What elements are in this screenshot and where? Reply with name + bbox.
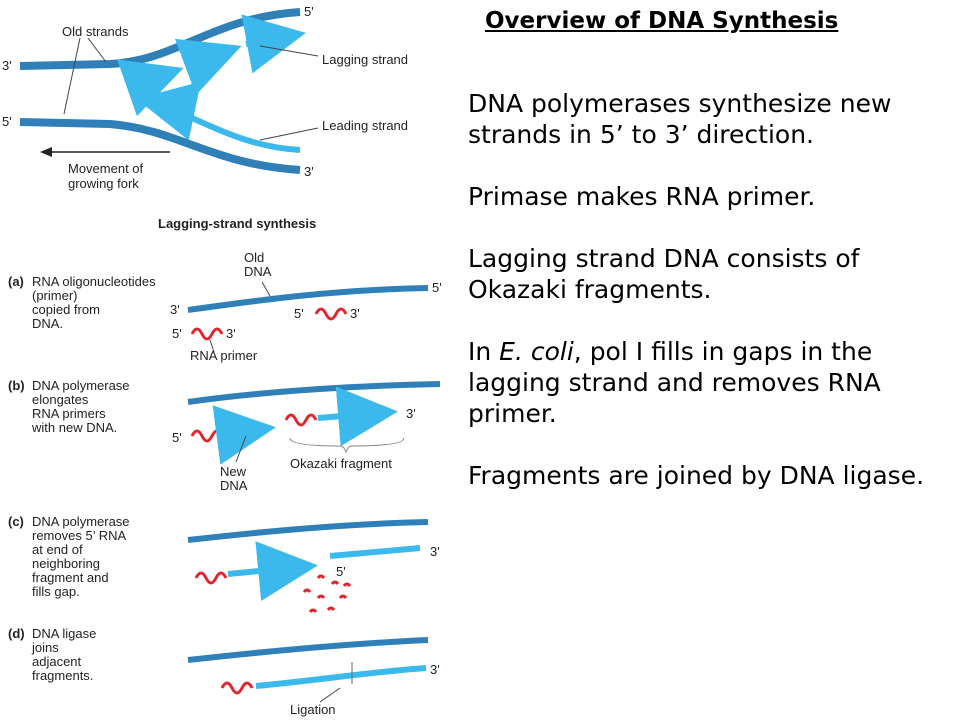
c-new-dna-1	[227, 541, 318, 601]
a-top-left-end: 3'	[170, 302, 180, 317]
point-primase: Primase makes RNA primer.	[468, 182, 816, 211]
rna-primer-2	[314, 307, 348, 321]
old-dna-label-1: Old	[244, 250, 264, 265]
movement-label-1: Movement of	[68, 161, 144, 176]
panel-d-line1: DNA ligase	[32, 626, 96, 641]
fork-bottom-left-end: 5'	[2, 114, 12, 129]
removed-rna-fragments	[302, 574, 352, 613]
old-strands-label: Old strands	[62, 24, 129, 39]
panel-c: (c) DNA polymerase removes 5’ RNA at end…	[8, 514, 440, 613]
lagging-synthesis-heading: Lagging-strand synthesis	[158, 216, 316, 231]
panel-c-line5: fragment and	[32, 570, 109, 585]
c-template-strand	[187, 519, 429, 543]
ligation-label: Ligation	[290, 702, 336, 717]
panel-b: (b) DNA polymerase elongates RNA primers…	[8, 378, 441, 493]
d-template-strand	[187, 637, 429, 663]
panel-a: (a) RNA oligonucleotides (primer) copied…	[8, 250, 442, 363]
c-primer	[194, 571, 228, 585]
a-low-left-end: 5'	[172, 326, 182, 341]
panel-a-line4: DNA.	[32, 316, 63, 331]
panel-c-line6: fills gap.	[32, 584, 80, 599]
panel-a-line3: copied from	[32, 302, 100, 317]
slide-content: DNA polymerases synthesize new strands i…	[468, 88, 956, 522]
a-mid-left-end: 5'	[294, 306, 304, 321]
ecoli-italic: E. coli	[499, 337, 574, 366]
lagging-fragment-2	[174, 38, 242, 96]
fork-bottom-right-end: 3'	[304, 164, 314, 179]
c-mid-end: 5'	[336, 564, 346, 579]
panel-d-line4: fragments.	[32, 668, 93, 683]
point-okazaki: Lagging strand DNA consists of Okazaki f…	[468, 244, 860, 304]
b-low-left-end: 5'	[172, 430, 182, 445]
panel-b-line2: elongates	[32, 392, 89, 407]
c-new-dna-2	[329, 545, 421, 559]
panel-a-line1: RNA oligonucleotides	[32, 274, 156, 289]
panel-c-line1: DNA polymerase	[32, 514, 130, 529]
b-template-strand	[187, 381, 441, 405]
rna-primer-label: RNA primer	[190, 348, 258, 363]
point-pol-i-pre: In	[468, 337, 500, 366]
panel-a-line2: (primer)	[32, 288, 78, 303]
movement-label-2: growing fork	[68, 176, 139, 191]
point-ligase: Fragments are joined by DNA ligase.	[468, 461, 925, 490]
panel-b-line4: with new DNA.	[31, 420, 117, 435]
b-right-end: 3'	[406, 406, 416, 421]
okazaki-fragment-label: Okazaki fragment	[290, 456, 392, 471]
d-right-end: 3'	[430, 662, 440, 677]
panel-c-letter: (c)	[8, 514, 24, 529]
panel-d-letter: (d)	[8, 626, 25, 641]
a-low-right-end: 3'	[226, 326, 236, 341]
panel-b-line1: DNA polymerase	[32, 378, 130, 393]
point-polymerase-direction: DNA polymerases synthesize new strands i…	[468, 89, 892, 149]
old-strand-bottom	[19, 118, 301, 174]
lagging-fragment-1	[117, 59, 184, 117]
panel-a-letter: (a)	[8, 274, 24, 289]
d-ligated-strand	[255, 665, 427, 689]
movement-arrowhead	[40, 147, 52, 157]
a-top-right-end: 5'	[432, 280, 442, 295]
slide-title: Overview of DNA Synthesis	[485, 8, 839, 34]
b-new-dna-2	[317, 386, 398, 447]
panel-d-line2: joins	[31, 640, 59, 655]
lagging-strand-label: Lagging strand	[322, 52, 408, 67]
panel-c-line3: at end of	[32, 542, 83, 557]
point-pol-i: In E. coli, pol I fills in gaps in the l…	[468, 336, 956, 429]
rna-primer-1	[190, 327, 224, 341]
panel-b-letter: (b)	[8, 378, 25, 393]
b-new-dna-1	[212, 405, 276, 465]
panel-d: (d) DNA ligase joins adjacent fragments.…	[8, 626, 440, 717]
panel-c-line2: removes 5’ RNA	[32, 528, 126, 543]
a-mid-right-end: 3'	[350, 306, 360, 321]
new-dna-label-2: DNA	[220, 478, 248, 493]
panel-b-line3: RNA primers	[32, 406, 106, 421]
fork-top-left-end: 3'	[2, 58, 12, 73]
panel-d-line3: adjacent	[32, 654, 82, 669]
d-primer	[220, 681, 254, 695]
point-pol-i-post: , pol I fills in gaps in the lagging str…	[468, 337, 881, 428]
c-right-end: 3'	[430, 544, 440, 559]
panel-c-line4: neighboring	[32, 556, 100, 571]
fork-top-right-end: 5'	[304, 4, 314, 19]
new-dna-label-1: New	[220, 464, 247, 479]
b-primer-1	[190, 429, 224, 443]
lagging-fragment-3	[241, 14, 306, 74]
replication-fork: Old strands Lagging strand Leading stran…	[2, 4, 408, 191]
leading-strand-label: Leading strand	[322, 118, 408, 133]
dna-synthesis-diagram: Old strands Lagging strand Leading stran…	[2, 4, 442, 717]
okazaki-bracket	[289, 437, 405, 454]
old-dna-strand	[187, 285, 429, 313]
b-primer-2	[284, 413, 318, 427]
old-dna-label-2: DNA	[244, 264, 272, 279]
leading-strand	[136, 81, 301, 153]
